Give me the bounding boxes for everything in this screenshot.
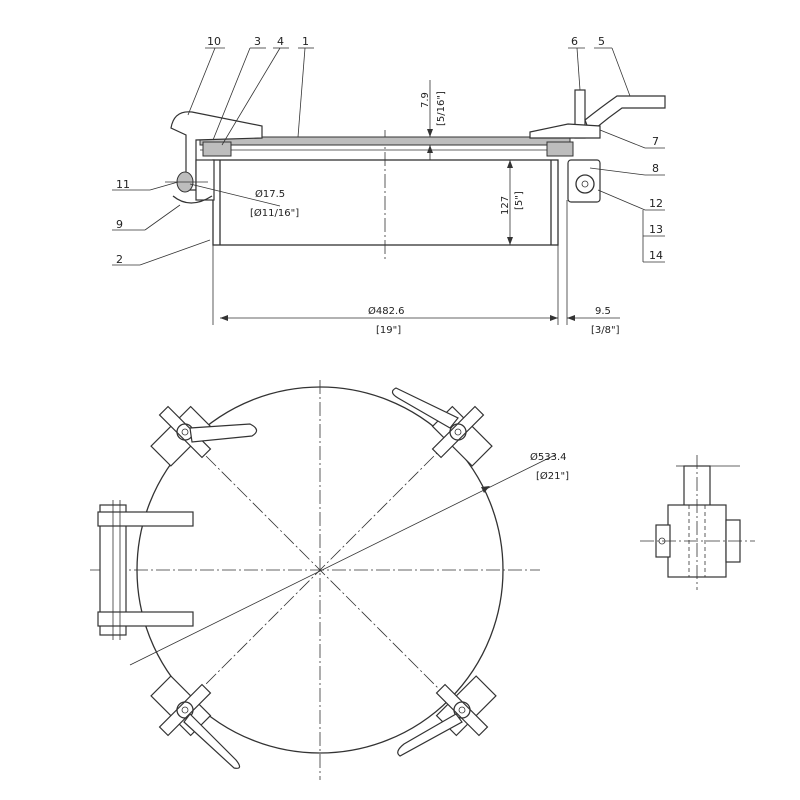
- body-cylinder: [212, 159, 559, 246]
- dim-body-dia-in: [19"]: [376, 325, 401, 336]
- dim-body-dia: Ø482.6: [368, 305, 405, 317]
- dim-pin-dia-in: [Ø11/16"]: [250, 207, 299, 219]
- label-4: 4: [277, 35, 284, 48]
- label-6: 6: [571, 35, 578, 48]
- dim-wall-in: [3/8"]: [591, 325, 620, 336]
- hinge-bar-top: [97, 511, 194, 527]
- hinge-arm: [170, 111, 263, 191]
- hinge-assembly: [97, 500, 194, 640]
- label-11: 11: [116, 178, 130, 191]
- clamp-handle-top-right[interactable]: [391, 387, 459, 429]
- label-3: 3: [254, 35, 261, 48]
- label-13: 13: [649, 223, 663, 236]
- label-12: 12: [649, 197, 663, 210]
- dim-pin-dia: Ø17.5: [255, 188, 285, 200]
- clamp-top-left[interactable]: [140, 395, 222, 477]
- dim-bolt-circle-in: [Ø21"]: [536, 470, 569, 482]
- label-5: 5: [598, 35, 605, 48]
- gasket-left: [202, 141, 232, 157]
- label-2: 2: [116, 253, 123, 266]
- clamp-handle-top-left[interactable]: [189, 423, 258, 443]
- dim-height: 127: [500, 196, 511, 215]
- label-14: 14: [649, 249, 663, 262]
- clamp-wedge: [529, 123, 601, 139]
- dim-wall: 9.5: [595, 306, 611, 317]
- label-1: 1: [302, 35, 309, 48]
- dim-lid-thickness-in: [5/16"]: [436, 91, 447, 126]
- label-8: 8: [652, 162, 659, 175]
- clamp-handle-bottom-right[interactable]: [397, 713, 463, 757]
- hinge-bracket: [195, 159, 215, 201]
- dim-bolt-circle: Ø533.4: [530, 451, 567, 463]
- hinge-bar-bottom: [97, 611, 194, 627]
- clamp-detail-view: [640, 455, 755, 590]
- gasket-right: [546, 141, 574, 157]
- hinge-link: [172, 195, 213, 204]
- section-view: [165, 89, 666, 260]
- lid-plate: [199, 136, 571, 146]
- plan-view: Ø533.4 [Ø21"]: [90, 380, 569, 780]
- dim-lid-thickness: 7.9: [420, 92, 431, 108]
- clamp-handle-bottom-left[interactable]: [183, 713, 241, 769]
- clamp-bolt: [575, 174, 595, 194]
- dim-height-in: [5"]: [514, 191, 525, 210]
- dimension-lines: [189, 80, 620, 325]
- part-leaders: [112, 47, 665, 266]
- label-7: 7: [652, 135, 659, 148]
- label-10: 10: [207, 35, 221, 48]
- label-9: 9: [116, 218, 123, 231]
- dimension-texts: 7.9 [5/16"] 127 [5"] Ø17.5 [Ø11/16"] Ø48…: [250, 91, 620, 336]
- part-numbers: 10 3 4 1 6 5 7 8 11 9 2 12 13 14: [116, 35, 663, 266]
